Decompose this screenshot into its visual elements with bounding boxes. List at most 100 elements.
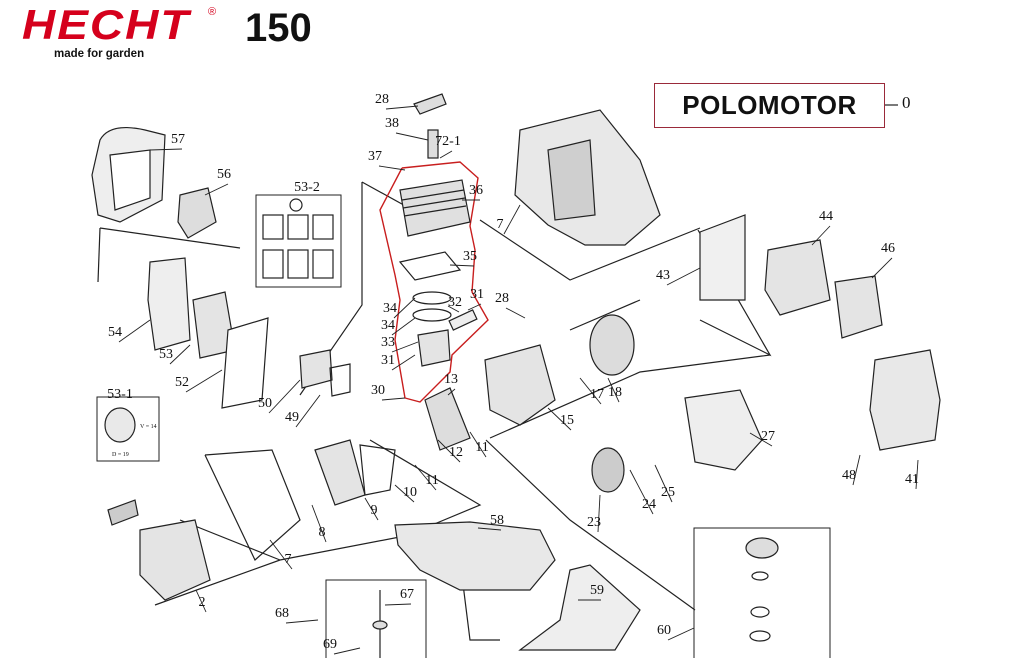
- part-number-label: 23: [587, 515, 601, 530]
- callout-leader: [915, 459, 919, 490]
- gasket-piece: [312, 214, 334, 240]
- callout-leader: [477, 527, 502, 531]
- callout-leader: [447, 388, 456, 396]
- callout-leader: [607, 377, 620, 403]
- spark-plug: [427, 129, 439, 159]
- part-number-label: 67: [400, 587, 414, 602]
- insulator-plate: [221, 317, 269, 409]
- part-number-label: 11: [425, 473, 438, 488]
- fuel-filter-box: [325, 579, 427, 658]
- part-number-label: 10: [403, 485, 417, 500]
- spark-plug-cap: [413, 93, 447, 115]
- gasket-piece: [262, 249, 284, 279]
- callout-leader: [185, 369, 223, 393]
- callout-leader: [439, 150, 453, 159]
- gasket-kit-box: [255, 194, 342, 288]
- part-number-label: 9: [371, 503, 378, 518]
- callout-leader: [467, 303, 482, 311]
- group-line: [485, 439, 696, 611]
- callout-leader: [149, 148, 183, 151]
- callout-leader: [395, 132, 429, 141]
- callout-leader: [505, 307, 526, 319]
- crankcase-half: [484, 344, 556, 426]
- callout-leader: [629, 469, 654, 515]
- group-line: [97, 227, 101, 283]
- registered-mark: ®: [208, 6, 217, 18]
- callout-leader: [333, 647, 361, 655]
- callout-leader: [381, 397, 406, 401]
- part-number-label: 57: [171, 132, 185, 147]
- callout-leader: [579, 377, 602, 405]
- air-filter-cover-inner: [109, 149, 151, 211]
- part-number-label: 32: [448, 295, 462, 310]
- callout-leader: [385, 105, 419, 110]
- part-number-label: 33: [381, 335, 395, 350]
- part-number-label: 28: [375, 92, 389, 107]
- part-number-label: 25: [661, 485, 675, 500]
- part-number-label: 54: [108, 325, 122, 340]
- part-number-label: 38: [385, 116, 399, 131]
- gasket-piece: [287, 214, 309, 240]
- brand-tagline: made for garden: [54, 48, 145, 60]
- part-number-label: 59: [590, 583, 604, 598]
- part-number-label: 46: [881, 241, 895, 256]
- callout-leader: [285, 619, 319, 624]
- part-number-label: 17: [590, 387, 604, 402]
- tank-mount: [518, 564, 641, 651]
- group-line: [479, 219, 701, 281]
- fan-housing: [684, 389, 763, 471]
- callout-leader: [852, 454, 861, 486]
- part-number-label: 56: [217, 167, 231, 182]
- heat-shield: [699, 214, 746, 301]
- muffler: [764, 239, 831, 316]
- callout-leader: [204, 183, 229, 196]
- piston-ring: [412, 291, 452, 305]
- callout-leader: [391, 317, 416, 336]
- part-number-label: 52: [175, 375, 189, 390]
- fuel-cap: [745, 537, 779, 559]
- part-number-label: 35: [463, 249, 477, 264]
- group-line: [369, 439, 482, 531]
- piston-ring: [412, 308, 452, 322]
- group-line: [569, 299, 641, 331]
- shroud-vents: [547, 139, 596, 221]
- part-number-label: 53-2: [294, 180, 320, 195]
- callout-leader: [503, 204, 521, 235]
- group-line: [99, 227, 241, 249]
- muffler-cover: [834, 275, 883, 339]
- crankcase-gasket: [359, 444, 396, 496]
- fuel-cap-box: [693, 527, 831, 658]
- group-line: [204, 449, 301, 561]
- part-number-label: 34: [383, 301, 397, 316]
- callout-leader: [811, 225, 831, 246]
- primer-diameter-label: D = 19: [112, 452, 129, 458]
- cylinder-group-outline: [379, 161, 489, 403]
- piston-pin: [448, 309, 478, 331]
- primer-volume-label: V = 14: [140, 424, 157, 430]
- part-number-label: 8: [319, 525, 326, 540]
- callout-leader: [169, 344, 191, 365]
- part-number-label: 11: [475, 440, 488, 455]
- callout-leader: [295, 394, 321, 428]
- gasket-piece: [287, 249, 309, 279]
- starter-handle: [107, 499, 139, 526]
- cylinder-gasket: [398, 251, 462, 281]
- callout-leader: [414, 464, 437, 491]
- model-number: 150: [245, 6, 312, 50]
- callout-leader: [871, 257, 893, 279]
- recoil-starter: [139, 519, 211, 601]
- primer-bulb: [104, 407, 136, 443]
- group-line: [489, 354, 771, 439]
- callout-leader: [269, 539, 293, 570]
- gasket-piece: [262, 214, 284, 240]
- part-number-label: 27: [761, 429, 775, 444]
- callout-leader: [547, 407, 572, 431]
- part-number-label: 31: [470, 287, 484, 302]
- part-number-label: 53: [159, 347, 173, 362]
- rear-guard: [869, 349, 941, 451]
- callout-leader: [437, 439, 461, 463]
- part-number-label: 15: [560, 413, 574, 428]
- piston: [417, 329, 451, 367]
- part-number-label: 69: [323, 637, 337, 652]
